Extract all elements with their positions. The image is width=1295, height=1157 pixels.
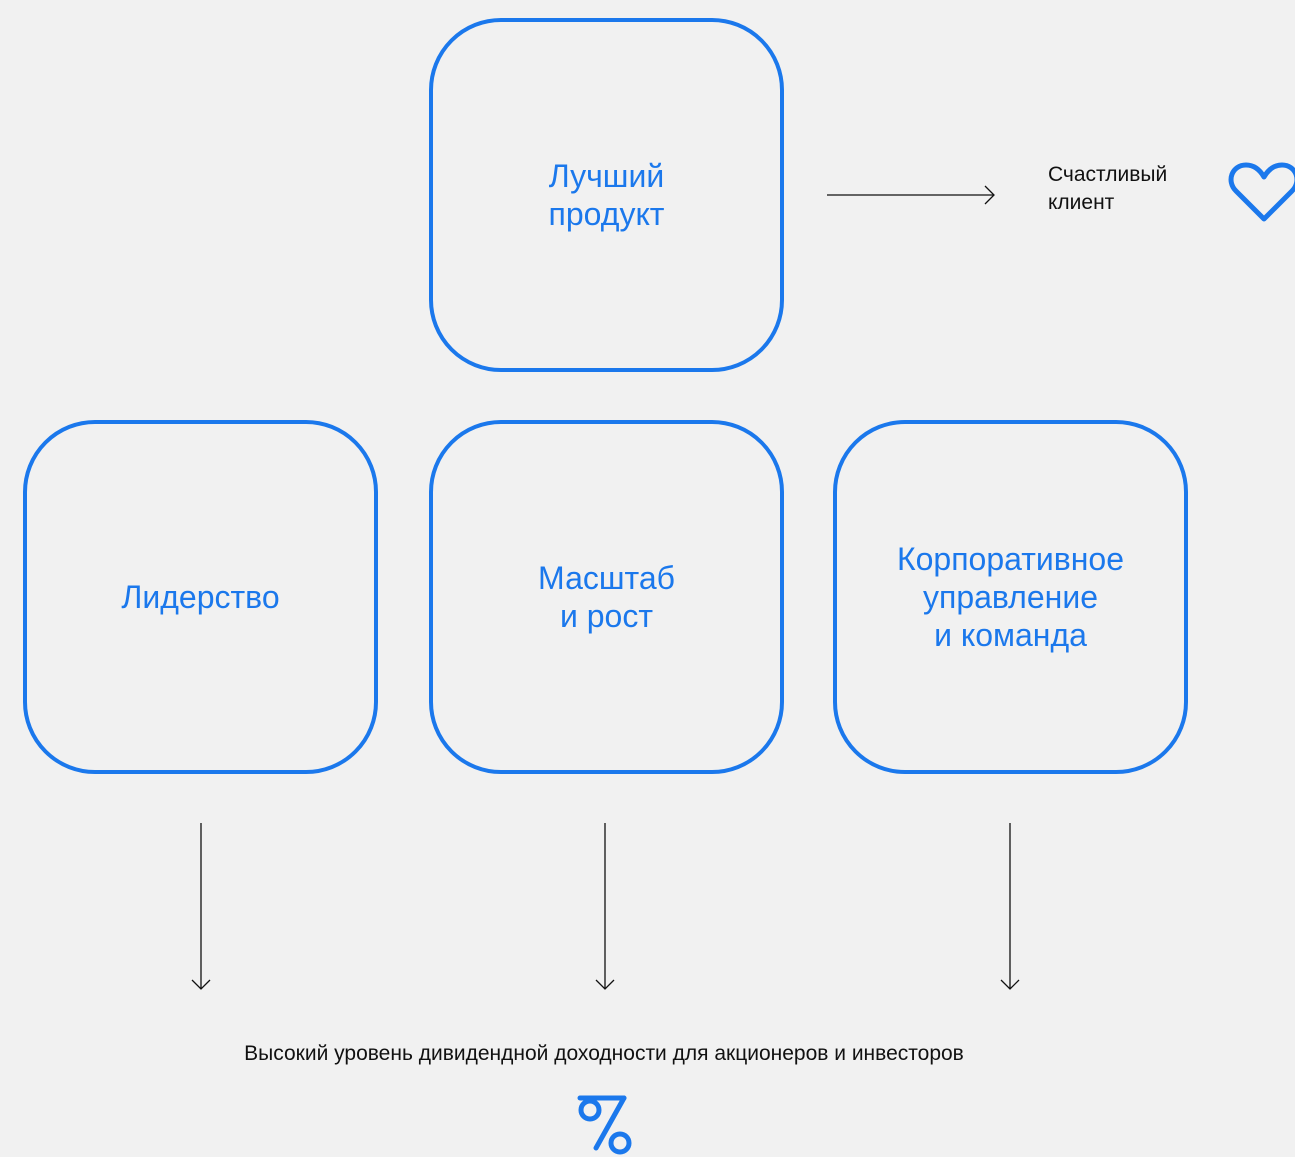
box-leadership: Лидерство — [23, 420, 378, 774]
box-corporate-governance: Корпоративное управление и команда — [833, 420, 1188, 774]
heart-icon — [1228, 162, 1295, 222]
box-leadership-label: Лидерство — [121, 579, 280, 615]
box-best-product: Лучший продукт — [429, 18, 784, 372]
box-scale-growth: Масштаб и рост — [429, 420, 784, 774]
dividend-yield-text: Высокий уровень дивидендной доходности д… — [244, 1042, 964, 1065]
arrow-down-leadership — [191, 823, 211, 990]
happy-client-label: Счастливый клиент — [1048, 163, 1168, 214]
arrow-to-happy-client — [827, 185, 995, 205]
arrow-down-corporate — [1000, 823, 1020, 990]
box-corporate-governance-label: Корпоративное управление и команда — [896, 541, 1125, 653]
arrow-down-scale-growth — [595, 823, 615, 990]
box-scale-growth-label: Масштаб и рост — [538, 560, 675, 634]
percent-icon — [577, 1095, 632, 1155]
box-best-product-label: Лучший продукт — [548, 158, 665, 232]
